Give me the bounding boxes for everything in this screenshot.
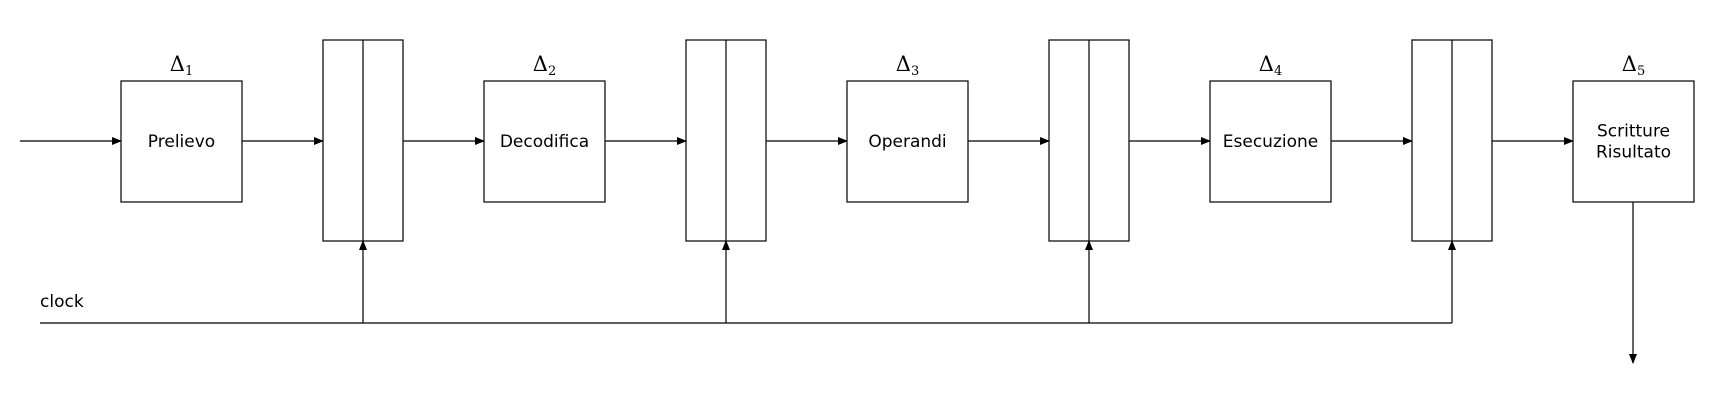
delay-label: Δ3 xyxy=(896,52,919,79)
delay-symbol: Δ xyxy=(170,52,185,76)
stage-label: Esecuzione xyxy=(1223,132,1318,152)
delay-index: 2 xyxy=(548,64,556,79)
delay-label: Δ5 xyxy=(1622,52,1645,79)
pipeline-register-2 xyxy=(685,39,767,242)
stage-4: Esecuzione Δ4 xyxy=(1209,52,1332,203)
delay-index: 3 xyxy=(911,64,919,79)
delay-label: Δ1 xyxy=(170,52,193,79)
stage-label: Prelievo xyxy=(148,132,215,152)
clock-label: clock xyxy=(40,292,84,312)
stage-3: Operandi Δ3 xyxy=(846,52,969,203)
wires xyxy=(20,137,1637,364)
delay-index: 4 xyxy=(1274,64,1282,79)
stage-label: Decodifica xyxy=(500,132,589,152)
pipeline-register-3 xyxy=(1048,39,1130,242)
pipeline-stages: PrelievoΔ1DecodificaΔ2OperandiΔ3Esecuzio… xyxy=(120,52,1695,203)
stage-box xyxy=(1209,80,1332,203)
delay-symbol: Δ xyxy=(896,52,911,76)
stage-box xyxy=(483,80,606,203)
stage-box xyxy=(120,80,243,203)
pipeline-register-4 xyxy=(1411,39,1493,242)
delay-label: Δ4 xyxy=(1259,52,1282,79)
delay-label: Δ2 xyxy=(533,52,556,79)
delay-index: 1 xyxy=(185,64,193,79)
pipeline-register-1 xyxy=(322,39,404,242)
delay-symbol: Δ xyxy=(1259,52,1274,76)
stage-label: Operandi xyxy=(868,132,946,152)
stage-2: Decodifica Δ2 xyxy=(483,52,606,203)
stage-label: Scritture xyxy=(1597,122,1670,142)
pipeline-registers xyxy=(322,39,1493,242)
delay-symbol: Δ xyxy=(1622,52,1637,76)
delay-symbol: Δ xyxy=(533,52,548,76)
stage-box xyxy=(846,80,969,203)
delay-index: 5 xyxy=(1637,64,1645,79)
stage-1: Prelievo Δ1 xyxy=(120,52,243,203)
stage-box xyxy=(1572,80,1695,203)
stage-label: Risultato xyxy=(1596,143,1671,163)
